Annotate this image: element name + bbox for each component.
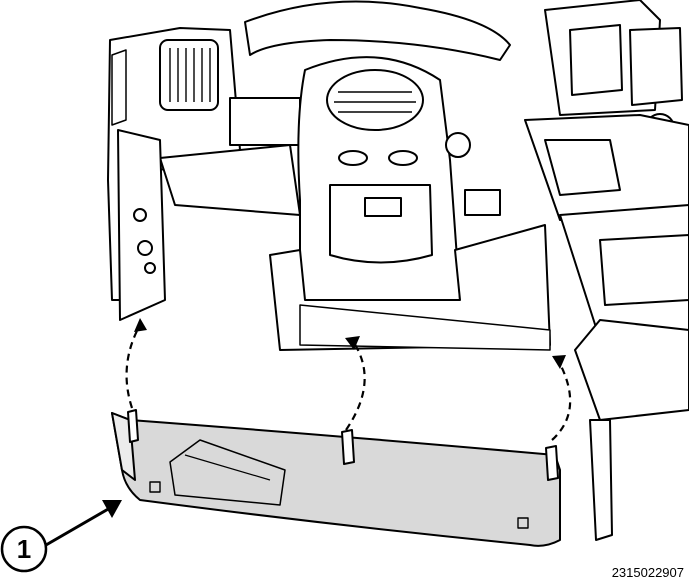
callout-1: 1 <box>0 525 48 573</box>
guide-arrow-center <box>345 339 366 431</box>
guide-arrow-left <box>125 324 141 409</box>
guide-arrowheads <box>134 318 566 369</box>
callout-circle <box>0 525 48 573</box>
guide-arrow-right <box>551 359 572 441</box>
arrowhead-right <box>552 355 566 369</box>
figure-id: 2315022907 <box>612 565 684 580</box>
lower-trim-panel-body <box>111 412 561 547</box>
arrowhead-center <box>345 336 360 350</box>
callout-label: 1 <box>17 534 31 564</box>
callout-leader <box>45 500 122 547</box>
lower-trim-panel <box>111 409 561 547</box>
instrument-panel <box>107 0 689 541</box>
arrowhead-left <box>134 318 147 332</box>
install-guide-arrows <box>125 324 572 441</box>
